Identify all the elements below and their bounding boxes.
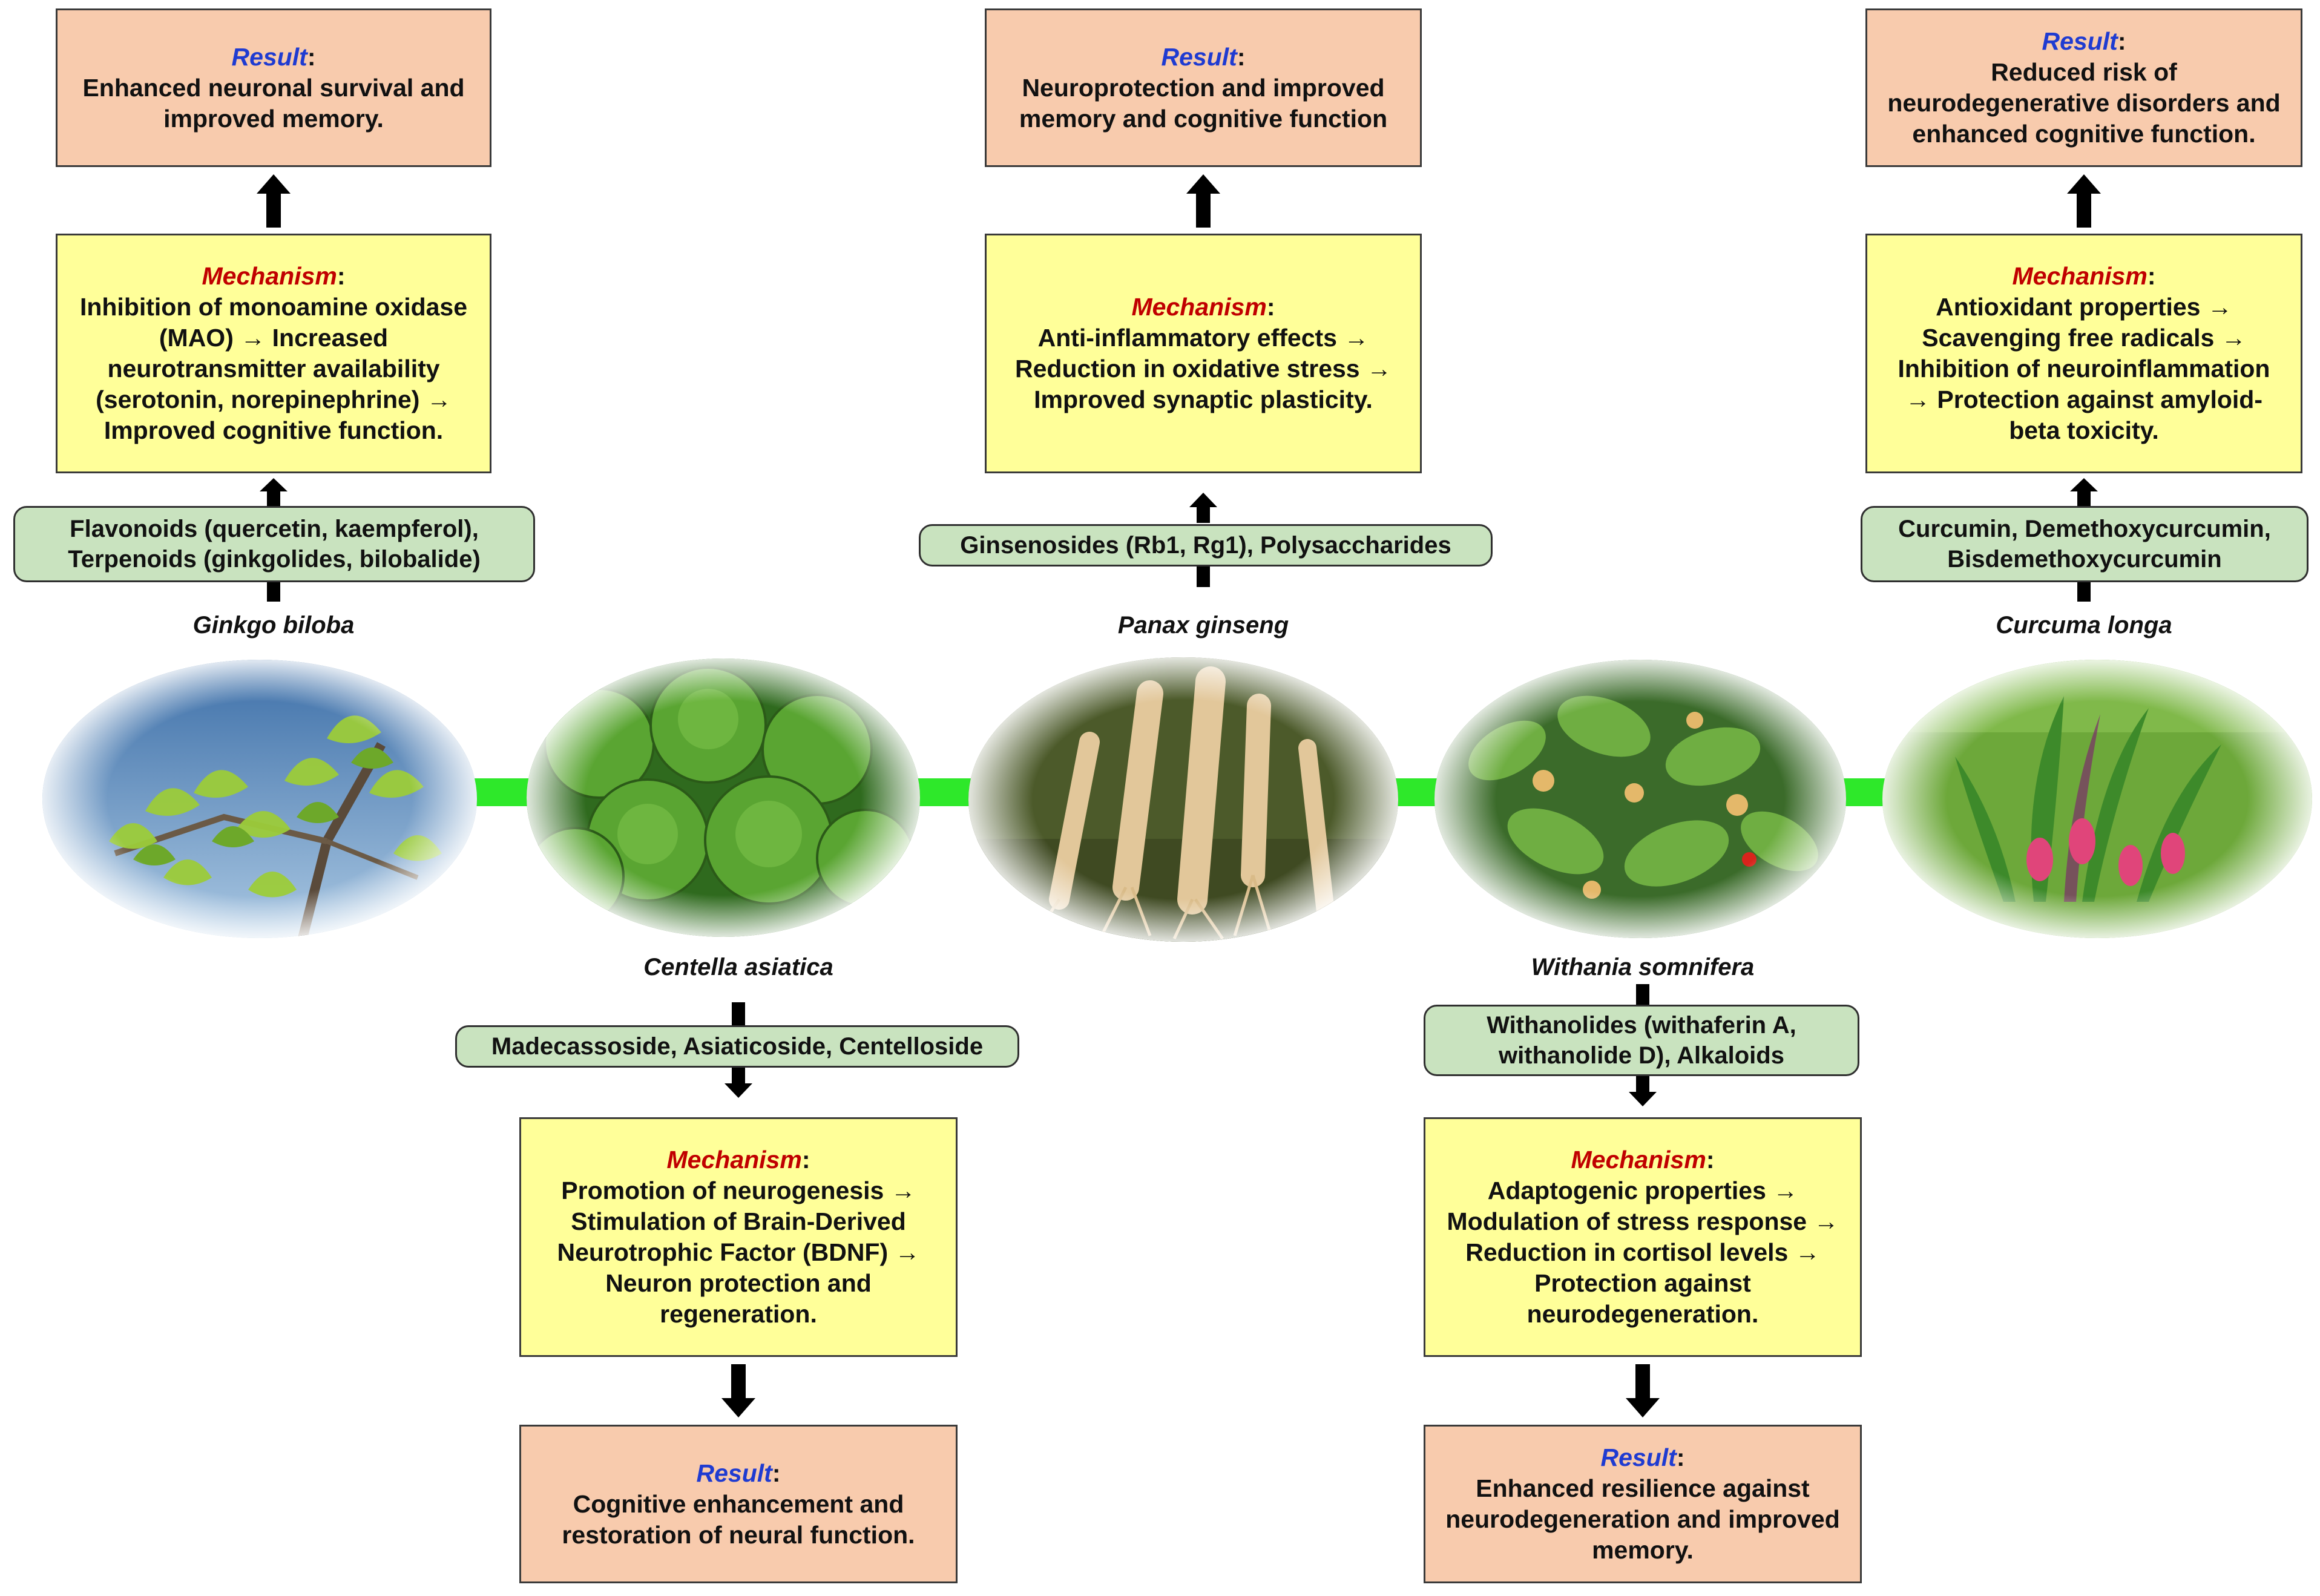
ginseng-up-arrow-2 (1189, 493, 1217, 523)
ginkgo-up-arrow-1 (257, 174, 291, 228)
ginseng-compounds-box: Ginsenosides (Rb1, Rg1), Polysaccharides (919, 524, 1493, 566)
withania-down-arrow-2 (1626, 1364, 1660, 1417)
withania-somnifera-image (1434, 660, 1846, 938)
ginkgo-up-arrow-2 (260, 478, 288, 506)
centella-stem (732, 1002, 745, 1026)
curcuma-up-arrow-1 (2067, 174, 2101, 228)
centella-down-arrow-2 (721, 1364, 755, 1417)
ginseng-mechanism-box: Mechanism: Anti-inflammatory effects → R… (985, 234, 1422, 473)
ginkgo-mechanism-box: Mechanism: Inhibition of monoamine oxida… (56, 234, 491, 473)
curcuma-longa-image (1882, 660, 2312, 938)
centella-down-arrow-1 (725, 1068, 752, 1098)
ginseng-result-box: Result: Neuroprotection and improved mem… (985, 8, 1422, 167)
centella-asiatica-image (527, 658, 920, 937)
centella-name: Centella asiatica (643, 954, 833, 980)
withania-stem (1636, 984, 1649, 1006)
withania-name: Withania somnifera (1531, 954, 1755, 980)
ginkgo-result-box: Result: Enhanced neuronal survival and i… (56, 8, 491, 167)
withania-mechanism-box: Mechanism: Adaptogenic properties → Modu… (1424, 1117, 1862, 1357)
curcuma-up-arrow-2 (2070, 478, 2098, 506)
ginseng-up-arrow-1 (1186, 174, 1220, 228)
ginseng-stem (1197, 566, 1210, 587)
ginseng-name: Panax ginseng (1117, 612, 1289, 639)
withania-down-arrow-1 (1629, 1076, 1657, 1106)
curcuma-name: Curcuma longa (1996, 612, 2172, 639)
withania-compounds-box: Withanolides (withaferin A, withanolide … (1424, 1005, 1859, 1076)
ginkgo-stem (267, 582, 280, 602)
withania-result-box: Result: Enhanced resilience against neur… (1424, 1425, 1862, 1583)
ginkgo-name: Ginkgo biloba (192, 612, 355, 639)
curcuma-mechanism-box: Mechanism: Antioxidant properties → Scav… (1865, 234, 2302, 473)
curcuma-result-box: Result: Reduced risk of neurodegenerativ… (1865, 8, 2302, 167)
curcuma-stem (2077, 582, 2091, 602)
panax-ginseng-image (968, 657, 1398, 942)
centella-compounds-box: Madecassoside, Asiaticoside, Centellosid… (455, 1025, 1019, 1068)
ginkgo-compounds-box: Flavonoids (quercetin, kaempferol), Terp… (13, 506, 535, 582)
ginkgo-biloba-image (42, 660, 477, 938)
centella-mechanism-box: Mechanism: Promotion of neurogenesis → S… (519, 1117, 958, 1357)
centella-result-box: Result: Cognitive enhancement and restor… (519, 1425, 958, 1583)
curcuma-compounds-box: Curcumin, Demethoxycurcumin, Bisdemethox… (1861, 506, 2308, 582)
